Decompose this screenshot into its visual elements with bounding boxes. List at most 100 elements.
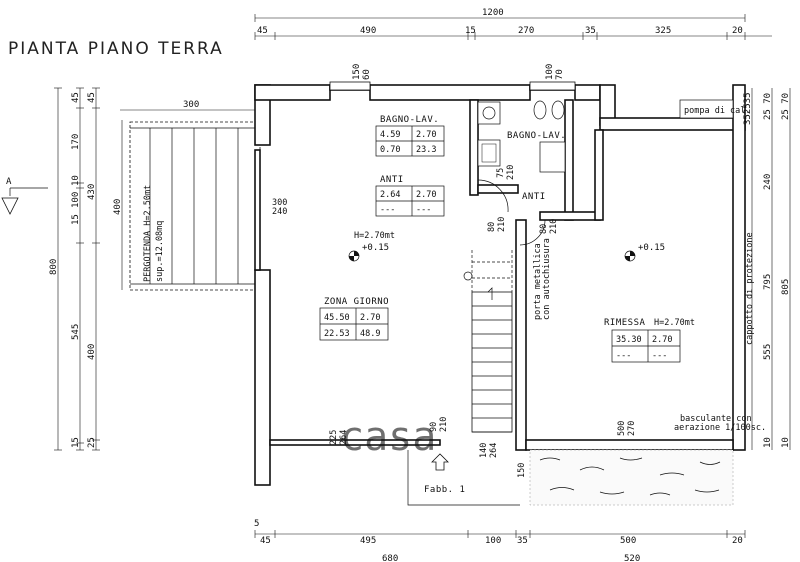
zg-bot-h: 264 — [339, 430, 349, 445]
zg-cell-3: 22.53 — [324, 329, 350, 339]
watermark: casa — [340, 414, 436, 460]
garage-w: 500 — [617, 421, 627, 436]
zg-bot-w: 225 — [329, 430, 339, 445]
a2-name: ANTI — [522, 192, 546, 202]
a1-cell-1: 2.64 — [380, 190, 400, 200]
pergola-height: 400 — [113, 199, 123, 215]
dim-bot-7: 20 — [732, 536, 743, 546]
b2-door-h: 210 — [506, 165, 516, 180]
dim-bot-1: 5 — [254, 519, 259, 529]
dim-left-inner-2: 15 — [71, 214, 81, 225]
dim-bot-total-2: 520 — [624, 554, 640, 562]
zg-level: +0.15 — [362, 243, 389, 253]
dim-top-3: 15 — [465, 26, 476, 36]
staircase — [463, 250, 513, 433]
rim-cell-4: --- — [652, 351, 667, 361]
win2-w: 100 — [545, 64, 555, 80]
win1-h: 60 — [362, 69, 372, 80]
rimessa: +0.15 RIMESSA H=2.70mt 35.30 2.70 --- --… — [604, 243, 766, 436]
b1-cell-3: 0.70 — [380, 145, 400, 155]
dim-bot-2: 45 — [260, 536, 271, 546]
walls — [254, 84, 746, 486]
dim-top-5: 35 — [585, 26, 596, 36]
dim-left-430: 430 — [87, 184, 97, 200]
b1-name: BAGNO-LAV. — [380, 115, 439, 125]
section-label: A — [6, 177, 12, 187]
dim-right-c: 25 70 — [781, 93, 791, 120]
garage-h: 270 — [627, 421, 637, 436]
pergotenda-sub: sup.=12.08mq — [155, 221, 165, 282]
cappotto-label: cappotto di protezione — [745, 232, 755, 345]
zg-win-h: 240 — [272, 207, 287, 217]
dim-right-g: 555 — [763, 344, 773, 360]
dim-right-i: 10 — [781, 437, 791, 448]
doors: 80 210 80 210 porta metallica con autoch… — [477, 179, 559, 320]
top-windows: 150 60 100 70 — [329, 64, 576, 91]
zg-height: H=2.70mt — [354, 231, 395, 241]
b2-door-w: 75 — [496, 168, 506, 178]
paving — [529, 449, 734, 506]
plan-title: PIANTA PIANO TERRA — [8, 39, 224, 59]
door-bot2-w: 140 — [479, 443, 489, 458]
dim-top-total: 1200 — [482, 8, 504, 18]
dim-bot-3: 495 — [360, 536, 376, 546]
dims-top: 1200 45 490 15 270 35 325 20 — [254, 8, 772, 40]
pergotenda-label: PERGOTENDA H=2.50mt — [143, 185, 153, 282]
basculante-1: basculante con — [680, 414, 752, 424]
zg-win-w: 300 — [272, 198, 287, 208]
rimessa-level: +0.15 — [638, 243, 665, 253]
a2-door-h: 210 — [549, 219, 559, 234]
a1-cell-4: --- — [416, 205, 431, 215]
dim-right-e: 795 — [763, 274, 773, 290]
rimessa-height: H=2.70mt — [654, 318, 695, 328]
rimessa-name: RIMESSA — [604, 318, 646, 328]
a2-door-w: 80 — [539, 224, 549, 234]
dim-left-inner-1: 45 — [87, 92, 97, 103]
dim-top-1: 45 — [257, 26, 268, 36]
dim-top-6: 325 — [655, 26, 671, 36]
porta-label-2: con autochiusura — [542, 238, 552, 320]
b1-cell-2: 2.70 — [416, 130, 436, 140]
bathroom-fixtures: BAGNO-LAV. ANTI 75 210 — [477, 100, 566, 202]
dim-bot-5: 35 — [517, 536, 528, 546]
dim-left-inner-5: 25 — [87, 437, 97, 448]
rim-cell-2: 2.70 — [652, 335, 672, 345]
dim-right-f: 805 — [781, 279, 791, 295]
b1-cell-1: 4.59 — [380, 130, 400, 140]
dim-bot-total-1: 680 — [382, 554, 398, 562]
pergola-width: 300 — [183, 100, 199, 110]
dim-left-total: 800 — [49, 259, 59, 275]
dim-right-h: 10 — [763, 437, 773, 448]
rim-cell-3: --- — [616, 351, 631, 361]
dim-left-4: 545 — [71, 324, 81, 340]
zona-giorno: 300 240 H=2.70mt +0.15 ZONA GIORNO 45.50… — [272, 198, 395, 341]
dim-top-2: 490 — [360, 26, 376, 36]
a1-door-h: 210 — [497, 217, 507, 232]
zg-cell-2: 2.70 — [360, 313, 380, 323]
dim-left-1: 45 — [71, 92, 81, 103]
door-bot-h: 210 — [439, 417, 449, 432]
anti-1: ANTI 2.64 2.70 --- --- — [375, 175, 445, 217]
dim-left-5: 15 — [71, 437, 81, 448]
dim-left-inner-4: 400 — [87, 344, 97, 360]
rim-cell-1: 35.30 — [616, 335, 642, 345]
fabb-label: Fabb. 1 — [424, 485, 465, 495]
porta-label-1: porta metallica — [533, 243, 543, 320]
b2-name: BAGNO-LAV. — [507, 131, 566, 141]
section-marker-a: A — [1, 177, 48, 215]
dim-right-d: 240 — [763, 174, 773, 190]
dims-right: 352535 25 70 25 70 240 795 805 555 10 10… — [743, 88, 791, 450]
dim-top-4: 270 — [518, 26, 534, 36]
dims-left: 800 45 170 10 545 15 45 430 400 25 15 10… — [49, 87, 100, 451]
win2-h: 70 — [555, 69, 565, 80]
dim-bot-4: 100 — [485, 536, 501, 546]
dim-left-2: 170 — [71, 134, 81, 150]
dims-bottom: 5 45 495 100 35 500 20 680 520 — [254, 519, 746, 562]
dim-left-inner-3: 100 — [71, 192, 81, 208]
bottom-openings: 225 264 90 210 140 264 150 Fabb. 1 — [329, 417, 527, 506]
dim-left-3: 10 — [71, 175, 81, 186]
b1-cell-4: 23.3 — [416, 145, 436, 155]
a1-cell-3: --- — [380, 205, 395, 215]
dim-right-b: 25 70 — [763, 93, 773, 120]
